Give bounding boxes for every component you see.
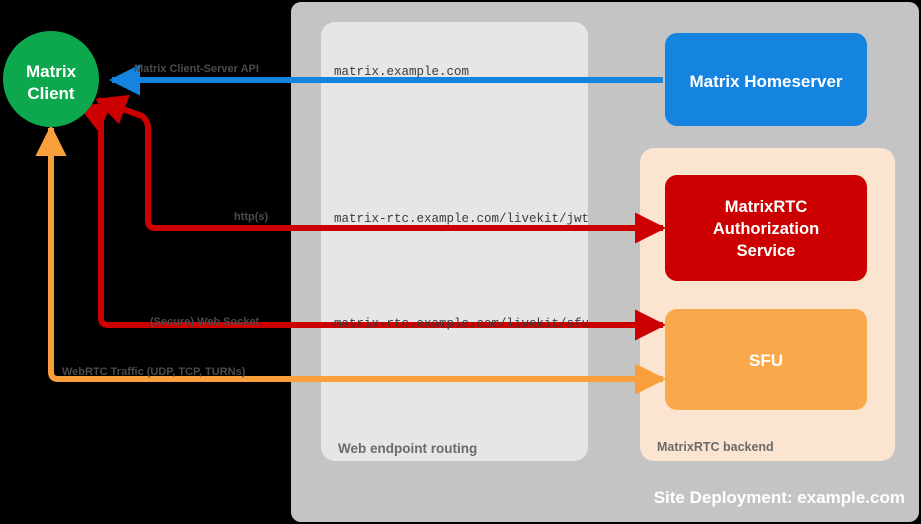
endpoint-matrix-example-com: matrix.example.com bbox=[334, 65, 469, 79]
node-matrixrtc-authorization-service[interactable]: MatrixRTC Authorization Service bbox=[665, 175, 867, 281]
matrixrtc-backend-caption: MatrixRTC backend bbox=[657, 440, 774, 454]
label-webrtc-traffic: WebRTC Traffic (UDP, TCP, TURNs) bbox=[62, 366, 246, 378]
matrix-client-label-line1: Matrix bbox=[26, 62, 77, 81]
auth-service-label-line3: Service bbox=[737, 242, 796, 260]
sfu-label: SFU bbox=[749, 351, 783, 370]
matrix-client-label-line2: Client bbox=[27, 84, 75, 103]
web-endpoint-routing-caption: Web endpoint routing bbox=[338, 441, 477, 456]
node-sfu[interactable]: SFU bbox=[665, 309, 867, 410]
endpoint-livekit-jwt: matrix-rtc.example.com/livekit/jwt bbox=[334, 212, 589, 226]
label-matrix-client-server-api: Matrix Client-Server API bbox=[134, 63, 259, 75]
site-deployment-caption: Site Deployment: example.com bbox=[654, 488, 905, 507]
label-secure-websocket: (Secure) Web Socket bbox=[150, 316, 260, 328]
matrix-homeserver-label: Matrix Homeserver bbox=[689, 72, 842, 91]
auth-service-label-line2: Authorization bbox=[713, 220, 819, 238]
auth-service-label-line1: MatrixRTC bbox=[725, 198, 808, 216]
endpoint-livekit-sfu: matrix-rtc.example.com/livekit/sfu bbox=[334, 317, 589, 331]
connection-webrtc-traffic bbox=[35, 124, 667, 395]
node-matrix-homeserver[interactable]: Matrix Homeserver bbox=[665, 33, 867, 126]
label-https: http(s) bbox=[234, 211, 269, 223]
web-endpoint-routing-panel bbox=[321, 22, 588, 461]
node-matrix-client[interactable]: Matrix Client bbox=[3, 31, 99, 127]
